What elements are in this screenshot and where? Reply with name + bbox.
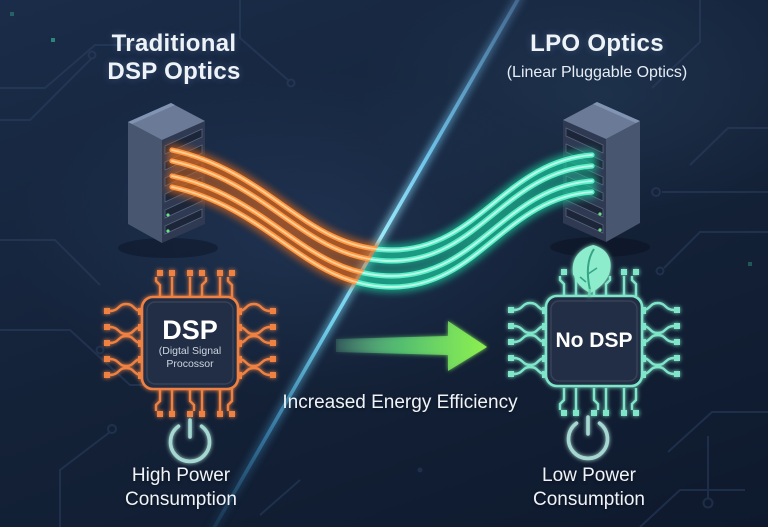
no-dsp-chip-icon <box>506 267 682 418</box>
accent-dots-decoration <box>10 12 752 266</box>
arrow-right-icon <box>336 321 487 371</box>
leaf-icon <box>572 245 611 298</box>
dsp-chip-icon <box>102 268 278 419</box>
left-power-icon <box>168 418 212 464</box>
right-power-icon <box>566 415 610 461</box>
right-server-tower-icon <box>550 102 650 257</box>
